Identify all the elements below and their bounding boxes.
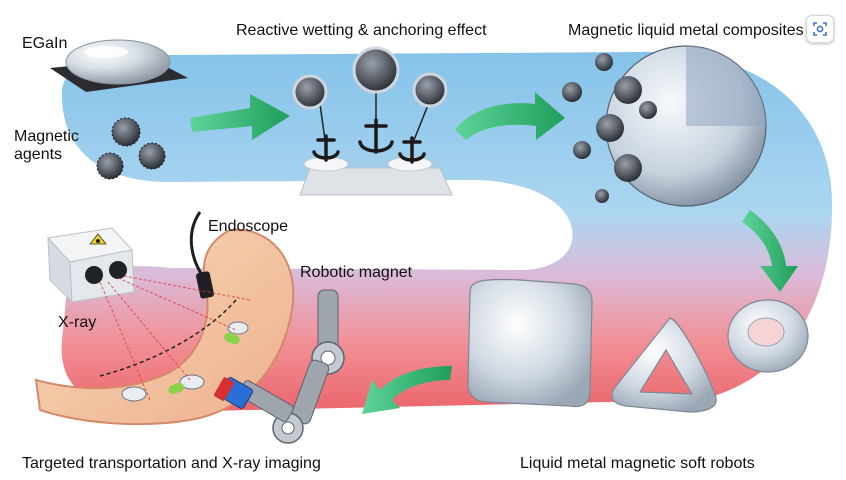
soft-robot-ring [727, 299, 809, 373]
arrow-to-anchoring [190, 94, 290, 140]
arrow-to-robots [742, 210, 798, 292]
arrow-to-composite [455, 92, 565, 140]
transport-caption: Targeted transportation and X-ray imagin… [22, 455, 321, 472]
xray-source-illustration [47, 227, 251, 401]
magnetic-agent-particles [96, 117, 166, 180]
anchor-icon [312, 118, 426, 164]
endoscope-label: Endoscope [208, 218, 289, 235]
soft-robot-sheet [467, 278, 593, 408]
radiation-icon [96, 239, 100, 243]
robotic-magnet-label: Robotic magnet [300, 264, 413, 281]
visual-search-icon [813, 22, 827, 36]
robotic-magnet-arm [214, 289, 345, 444]
composites-label: Magnetic liquid metal composites [568, 22, 804, 39]
reactive-wetting-label: Reactive wetting & anchoring effect [236, 22, 487, 39]
visual-search-button[interactable] [806, 15, 834, 43]
soft-robot-shapes [467, 278, 809, 413]
soft-robots-caption: Liquid metal magnetic soft robots [520, 455, 755, 472]
egain-label: EGaIn [22, 35, 68, 52]
liquid-metal-composite-sphere [562, 45, 767, 207]
magnetic-agents-label: Magnetic agents [14, 128, 79, 164]
xray-label: X-ray [58, 314, 97, 331]
soft-robot-triangle [611, 317, 717, 413]
stomach-illustration [34, 228, 295, 426]
arrow-to-transport [362, 366, 452, 414]
anchoring-illustration [292, 46, 453, 196]
egain-droplet-illustration [50, 39, 188, 92]
